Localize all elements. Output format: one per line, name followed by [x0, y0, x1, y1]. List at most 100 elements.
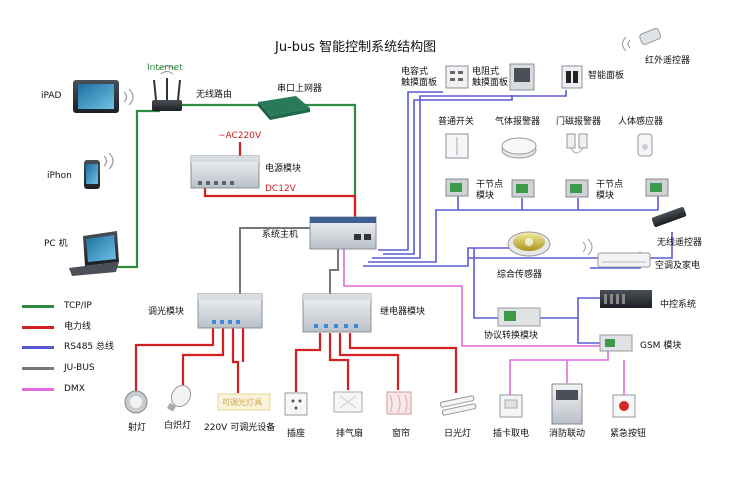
curtain-label: 窗帘: [392, 429, 411, 439]
gas-alarm-device: [501, 137, 537, 159]
spotlight-label: 射灯: [128, 423, 147, 433]
rs485-drycontact: [368, 209, 658, 263]
card-power-label: 插卡取电: [493, 429, 530, 439]
jubus-host-dimmer: [239, 227, 312, 294]
fire-link-label: 消防联动: [549, 429, 586, 439]
rs485-panel-3: [372, 90, 567, 259]
system-host-label: 系统主机: [262, 230, 299, 240]
relay-module-label: 继电器模块: [380, 307, 426, 317]
socket-device: [284, 392, 308, 416]
rs485-lines: [363, 90, 673, 344]
power-dimmer-spot: [134, 328, 215, 392]
legend-swatch: [22, 367, 54, 370]
legend-label: 电力线: [64, 322, 92, 332]
protocol-converter-device: [497, 307, 541, 327]
capacitive-panel-device: [445, 65, 469, 89]
fluorescent-label: 日光灯: [444, 429, 472, 439]
body-sensor-device: [637, 133, 653, 157]
pc-label: PC 机: [44, 239, 68, 249]
central-control-device: [600, 290, 652, 308]
smart-panel-label: 智能面板: [588, 71, 625, 81]
iphone-label: iPhon: [47, 171, 72, 181]
resistive-panel-label: 电阻式 触摸面板: [472, 67, 509, 88]
dry-contact-label-1: 干节点 模块: [476, 180, 504, 201]
power-relay-socket: [294, 333, 322, 392]
rs485-gsm: [577, 318, 600, 344]
router-label: 无线路由: [196, 90, 233, 100]
legend-label: TCP/IP: [64, 301, 92, 311]
gsm-module-device: [599, 334, 633, 352]
serial-gateway-device: [258, 96, 310, 120]
power-module-device: [190, 155, 260, 189]
ir-remote-device: [622, 28, 662, 52]
ipad-label: iPAD: [41, 91, 62, 101]
exhaust-fan-label: 排气扇: [336, 429, 364, 439]
spotlight-device: [124, 390, 148, 414]
smart-panel-device: [561, 65, 583, 89]
legend-item-power: 电力线: [22, 320, 142, 334]
legend-label: JU-BUS: [64, 363, 95, 373]
rs485-wireless: [468, 232, 673, 259]
incandescent-device: [166, 384, 192, 412]
dry-contact-devices: [445, 178, 669, 198]
internet-label: Internet: [147, 63, 183, 73]
rs485-combined-sensor: [363, 247, 510, 267]
ac-appliance-label: 空调及家电: [655, 261, 701, 271]
door-alarm-device: [566, 133, 588, 154]
serial-gateway-label: 串口上网器: [277, 84, 323, 94]
dry-contact-label-2: 干节点 模块: [596, 180, 624, 201]
legend-item-rs485: RS485 总线: [22, 340, 142, 354]
diagram-title: Ju-bus 智能控制系统结构图: [275, 40, 437, 55]
combined-sensor-device: [507, 231, 551, 257]
protocol-converter-label: 协议转换模块: [484, 331, 539, 341]
iphone-device: [84, 152, 114, 189]
power-relay-fan: [328, 333, 350, 390]
system-host-device: [309, 216, 377, 250]
jubus-host-relay: [329, 248, 339, 294]
wireless-remote-device: [651, 207, 687, 227]
card-power-device: [499, 394, 523, 418]
legend-label: RS485 总线: [64, 342, 115, 352]
central-control-label: 中控系统: [660, 300, 697, 310]
power-relay-curtain: [338, 333, 400, 390]
rs485-central: [540, 297, 600, 319]
incandescent-label: 白炽灯: [164, 421, 192, 431]
rs485-protocol: [473, 248, 498, 319]
legend-swatch: [22, 346, 54, 349]
power-relay-fluor: [348, 333, 458, 393]
legend-item-tcpip: TCP/IP: [22, 299, 142, 313]
normal-switch-device: [445, 133, 469, 159]
power-lines: [134, 142, 458, 393]
tcpip-line-router-host: [180, 103, 357, 215]
normal-switch-label: 普通开关: [438, 117, 475, 127]
dimmable-device: [217, 393, 271, 411]
relay-module-device: [302, 293, 372, 333]
router-device: [152, 65, 182, 111]
combined-sensor-label: 综合传感器: [497, 270, 543, 280]
tcpip-lines: [112, 103, 357, 269]
power-dimmer-inc: [181, 328, 225, 385]
legend-label: DMX: [64, 384, 85, 394]
legend-item-dmx: DMX: [22, 382, 142, 396]
legend-item-jubus: JU-BUS: [22, 361, 142, 375]
ir-remote-label: 红外遥控器: [645, 56, 691, 66]
power-dimmer-dev: [231, 328, 240, 393]
jubus-lines: [239, 227, 339, 294]
capacitive-panel-label: 电容式 触摸面板: [401, 67, 438, 88]
dimmer-module-label: 调光模块: [148, 307, 185, 317]
rs485-panel-1: [378, 91, 443, 251]
dc12v-label: DC12V: [265, 184, 296, 194]
power-module-label: 电源模块: [265, 164, 302, 174]
body-sensor-label: 人体感应器: [618, 117, 664, 127]
dimmable-box-text: 可调光灯具: [222, 398, 262, 407]
fire-link-device: [551, 383, 583, 425]
dmx-lines: [343, 248, 625, 395]
legend-swatch: [22, 326, 54, 329]
emergency-button-device: [612, 394, 636, 418]
ac220v-label: ~AC220V: [218, 131, 262, 141]
exhaust-fan-device: [333, 391, 363, 413]
pc-device: [69, 231, 119, 276]
emergency-button-label: 紧急按钮: [610, 429, 647, 439]
